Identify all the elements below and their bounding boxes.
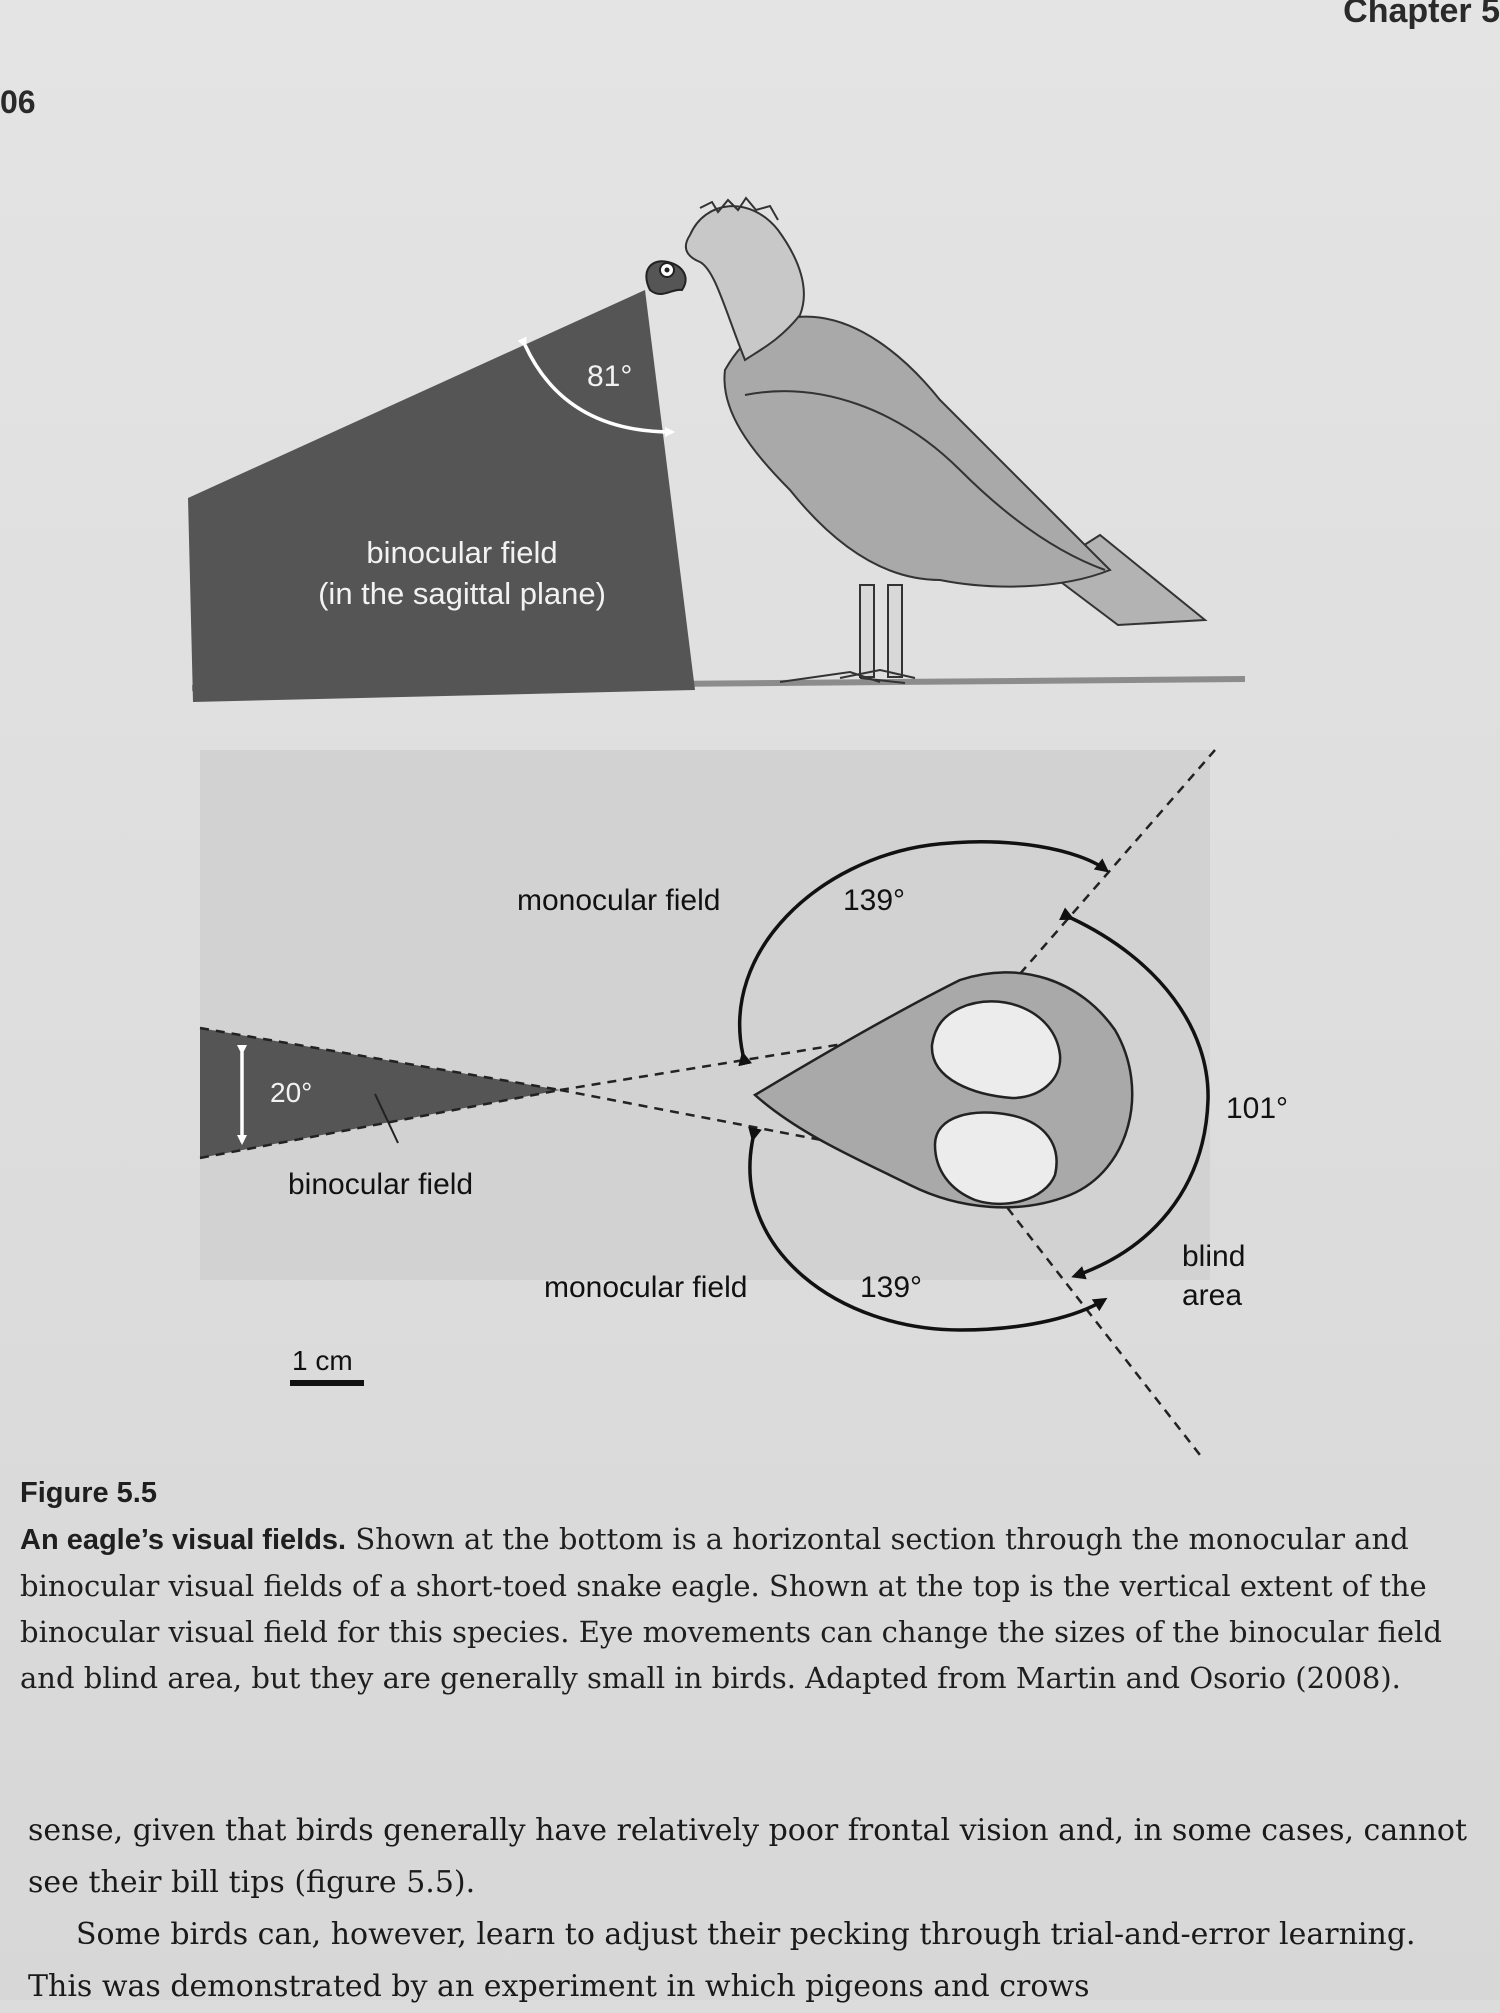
monocular-field-label-lower: monocular field (544, 1271, 747, 1304)
blind-area-label-2: area (1182, 1279, 1242, 1312)
figure-caption: Figure 5.5 An eagle’s visual fields. Sho… (20, 1470, 1480, 1701)
body-text: sense, given that birds generally have r… (28, 1805, 1478, 2013)
figure-title: An eagle’s visual fields. (20, 1524, 347, 1556)
monocular-arc-lower (748, 1126, 1108, 1332)
body-paragraph-2: Some birds can, however, learn to adjust… (28, 1917, 1416, 2004)
body-paragraph-1: sense, given that birds generally have r… (28, 1813, 1468, 1900)
caption-text: Shown at the bottom is a horizontal sect… (20, 1522, 1442, 1695)
figure-5-5: 81° binocular field (in the sagittal pla… (188, 196, 1288, 1456)
sagittal-panel: 81° binocular field (in the sagittal pla… (188, 196, 1246, 702)
binocular-field-label: binocular field (288, 1168, 473, 1201)
scale-bar (290, 1380, 364, 1386)
page-number: 06 (0, 84, 36, 120)
binocular-leader-line (374, 1093, 399, 1144)
blind-area-arc (1058, 907, 1210, 1280)
sagittal-binocular-field (188, 290, 695, 702)
horizontal-panel: 20° binocular field monocular field 139°… (199, 749, 1288, 1456)
monocular-arc-upper (737, 840, 1110, 1067)
sagittal-angle-arc (517, 336, 675, 437)
eagle-side-illustration (645, 196, 1208, 684)
sagittal-field-label-1: binocular field (366, 535, 557, 570)
monocular-field-label-upper: monocular field (517, 884, 720, 917)
blind-area-label-1: blind (1182, 1240, 1245, 1273)
figure-number: Figure 5.5 (20, 1477, 157, 1509)
horizontal-binocular-field (200, 1028, 560, 1158)
monocular-angle-label-lower: 139° (860, 1271, 922, 1304)
sagittal-field-label-2: (in the sagittal plane) (318, 576, 606, 611)
running-head: Chapter 5 (1343, 0, 1500, 30)
binocular-angle-label: 20° (270, 1077, 312, 1108)
blind-angle-label: 101° (1226, 1092, 1288, 1125)
sagittal-angle-label: 81° (587, 360, 632, 393)
monocular-angle-label-upper: 139° (843, 884, 905, 917)
scale-bar-label: 1 cm (292, 1345, 353, 1376)
